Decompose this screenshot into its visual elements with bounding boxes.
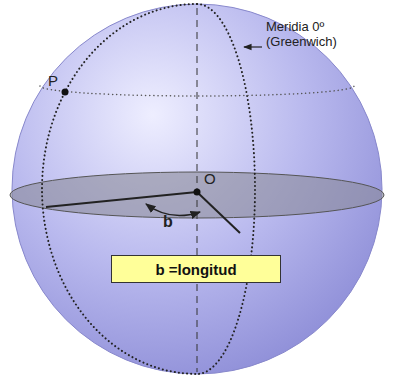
meridian-line (42, 4, 197, 374)
label-box: b =longitud (111, 255, 281, 283)
box-text: b =longitud (155, 261, 236, 278)
point-label: P (48, 72, 58, 89)
point-p (62, 89, 69, 96)
radius-line (197, 192, 240, 233)
leader-arrow (244, 46, 262, 47)
angle-arc (146, 204, 200, 216)
radius-line (46, 192, 197, 207)
parallel-line (40, 86, 354, 96)
point-label: O (204, 170, 216, 187)
angle-label: b (163, 213, 173, 231)
greenwich-meridian (197, 4, 255, 374)
center-point (194, 189, 201, 196)
meridian-label: Meridia 0º (Greenwich) (266, 20, 350, 50)
